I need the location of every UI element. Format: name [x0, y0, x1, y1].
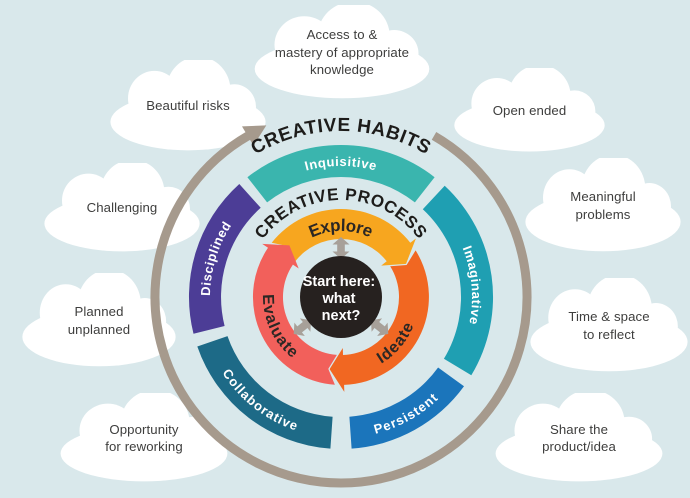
cloud-challenging: Challenging	[42, 163, 202, 253]
center-circle	[300, 256, 382, 338]
habit-label-inquisitive: Inquisitive	[303, 153, 379, 173]
cloud-meaningful-problems: Meaningful problems	[523, 158, 683, 253]
cloud-open-ended: Open ended	[452, 68, 607, 153]
center-text: Start here: what next?	[303, 274, 380, 324]
cloud-text: Share the product/idea	[493, 393, 665, 483]
cloud-planned-unplanned: Planned unplanned	[20, 273, 178, 368]
cloud-text: Challenging	[42, 163, 202, 253]
cloud-text: Time & space to reflect	[528, 278, 690, 373]
cloud-icon	[530, 278, 688, 372]
cloud-time-space: Time & space to reflect	[528, 278, 690, 373]
cycle-ring	[150, 132, 532, 488]
cloud-text-line: unplanned	[67, 321, 131, 337]
center-text-line: next?	[322, 308, 361, 324]
cloud-text-line: to reflect	[583, 326, 635, 342]
center-arrows	[293, 237, 389, 337]
cloud-icon	[22, 273, 176, 367]
cloud-text-line: Planned	[74, 304, 124, 320]
cloud-beautiful-risks: Beautiful risks	[108, 60, 268, 152]
cloud-access-knowledge: Access to & mastery of appropriate knowl…	[252, 5, 432, 100]
cloud-text-line: Beautiful risks	[146, 98, 230, 114]
cloud-text: Meaningful problems	[523, 158, 683, 253]
process-arrow-ideate	[329, 250, 429, 392]
cloud-text-line: Share the	[549, 421, 609, 437]
cloud-text-line: product/idea	[542, 439, 616, 454]
cloud-text: Planned unplanned	[20, 273, 178, 368]
cloud-text-line: Opportunity	[109, 421, 179, 437]
cloud-icon	[495, 393, 663, 482]
habit-arc-collaborative	[197, 336, 333, 449]
process-arrow-explore	[271, 209, 416, 266]
cloud-icon	[44, 163, 200, 252]
cloud-text-line: problems	[575, 206, 631, 222]
cloud-text-line: knowledge	[310, 62, 374, 78]
habit-arc-persistent	[349, 367, 464, 449]
cloud-share-product: Share the product/idea	[493, 393, 665, 483]
habit-arc-imaginative	[422, 185, 494, 376]
cloud-text-line: Meaningful	[570, 189, 636, 205]
cloud-text-line: Challenging	[86, 200, 158, 216]
cloud-text-line: Access to &	[306, 27, 378, 43]
cloud-icon	[454, 68, 605, 152]
cloud-text: Opportunity for reworking	[58, 393, 230, 483]
cloud-text: Beautiful risks	[108, 60, 268, 152]
habit-arc-inquisitive	[247, 144, 435, 203]
center-text-line: what	[321, 291, 355, 307]
cloud-text: Open ended	[452, 68, 607, 153]
cloud-text-line: Time & space	[568, 309, 650, 325]
double-arrow-icon	[370, 318, 389, 337]
cloud-text-line: Open ended	[492, 102, 567, 118]
habit-arc-disciplined	[188, 184, 261, 334]
cloud-icon	[525, 158, 681, 252]
cloud-text: Access to & mastery of appropriate knowl…	[252, 5, 432, 100]
cloud-icon	[254, 5, 430, 99]
center-text-line: Start here:	[303, 274, 376, 290]
cycle-ring-arrowhead-icon	[242, 125, 267, 146]
cloud-text-line: for reworking	[105, 439, 183, 454]
double-arrow-icon	[293, 318, 312, 337]
double-arrow-icon	[332, 237, 350, 259]
process-arrow-evaluate	[252, 243, 337, 385]
cloud-icon	[110, 60, 266, 151]
cloud-text-line: mastery of appropriate	[274, 44, 410, 60]
